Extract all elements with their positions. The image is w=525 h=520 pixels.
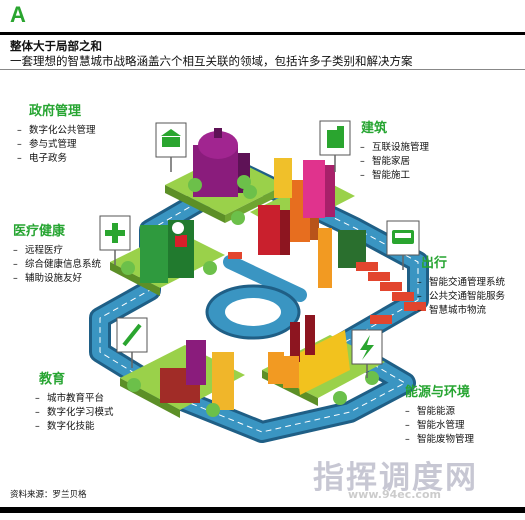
- buildings-item: –互联设施管理: [360, 142, 430, 153]
- building-district: [231, 158, 366, 288]
- mobility-item: –公共交通智能服务: [417, 291, 506, 302]
- group-energy-title: 能源与环境: [405, 385, 471, 400]
- building-icon: [319, 120, 351, 172]
- group-government: 政府管理 –数字化公共管理 –参与式管理 –电子政务: [17, 100, 96, 166]
- government-item: –数字化公共管理: [17, 125, 96, 136]
- energy-item: –智能水管理: [405, 420, 465, 431]
- medical-cross-icon: [99, 215, 131, 265]
- lightning-icon: [351, 329, 383, 378]
- group-buildings-title: 建筑: [361, 121, 388, 136]
- group-education-title: 教育: [39, 372, 66, 387]
- education-district: [120, 340, 245, 418]
- group-mobility-title: 出行: [421, 256, 448, 271]
- subtitle-divider: [0, 69, 525, 70]
- mobility-district: [228, 252, 426, 324]
- education-item: –城市教育平台: [35, 393, 105, 404]
- bottom-rule: [0, 507, 525, 513]
- hospital-district: [110, 220, 225, 296]
- government-item: –参与式管理: [17, 139, 77, 150]
- group-health: 医疗健康 –远程医疗 –综合健康信息系统 –辅助设施友好: [13, 220, 101, 286]
- health-item: –综合健康信息系统: [13, 259, 102, 270]
- energy-item: –智能废物管理: [405, 434, 475, 445]
- source-note: 资料来源：罗兰贝格: [10, 490, 87, 500]
- watermark-url: www.94ec.com: [348, 488, 441, 501]
- group-government-title: 政府管理: [29, 104, 82, 119]
- group-education: 教育 –城市教育平台 –数字化学习模式 –数字化技能: [35, 368, 114, 434]
- buildings-item: –智能家居: [360, 156, 411, 167]
- group-energy: 能源与环境 –智能能源 –智能水管理 –智能废物管理: [405, 381, 474, 447]
- section-letter: A: [10, 2, 26, 27]
- health-item: –辅助设施友好: [13, 273, 83, 284]
- health-item: –远程医疗: [13, 245, 64, 256]
- education-item: –数字化学习模式: [35, 407, 114, 418]
- group-buildings: 建筑 –互联设施管理 –智能家居 –智能施工: [360, 117, 430, 183]
- buildings-item: –智能施工: [360, 170, 411, 181]
- education-item: –数字化技能: [35, 421, 95, 432]
- roundabout: [205, 284, 301, 340]
- mobility-item: –智能交通管理系统: [417, 277, 506, 288]
- government-building-icon: [155, 122, 187, 172]
- mobility-item: –智慧城市物流: [417, 305, 487, 316]
- group-mobility: 出行 –智能交通管理系统 –公共交通智能服务 –智慧城市物流: [417, 252, 505, 318]
- government-item: –电子政务: [17, 153, 68, 164]
- watermark-text: 指挥调度网: [313, 460, 478, 496]
- graduation-pen-icon: [116, 317, 148, 368]
- page-title: 整体大于局部之和: [10, 39, 102, 53]
- group-health-title: 医疗健康: [13, 224, 66, 239]
- energy-item: –智能能源: [405, 406, 456, 417]
- top-rule: [0, 32, 525, 35]
- bus-icon: [386, 220, 420, 270]
- page-subtitle: 一套理想的智慧城市战略涵盖六个相互关联的领域，包括许多子类别和解决方案: [10, 54, 413, 68]
